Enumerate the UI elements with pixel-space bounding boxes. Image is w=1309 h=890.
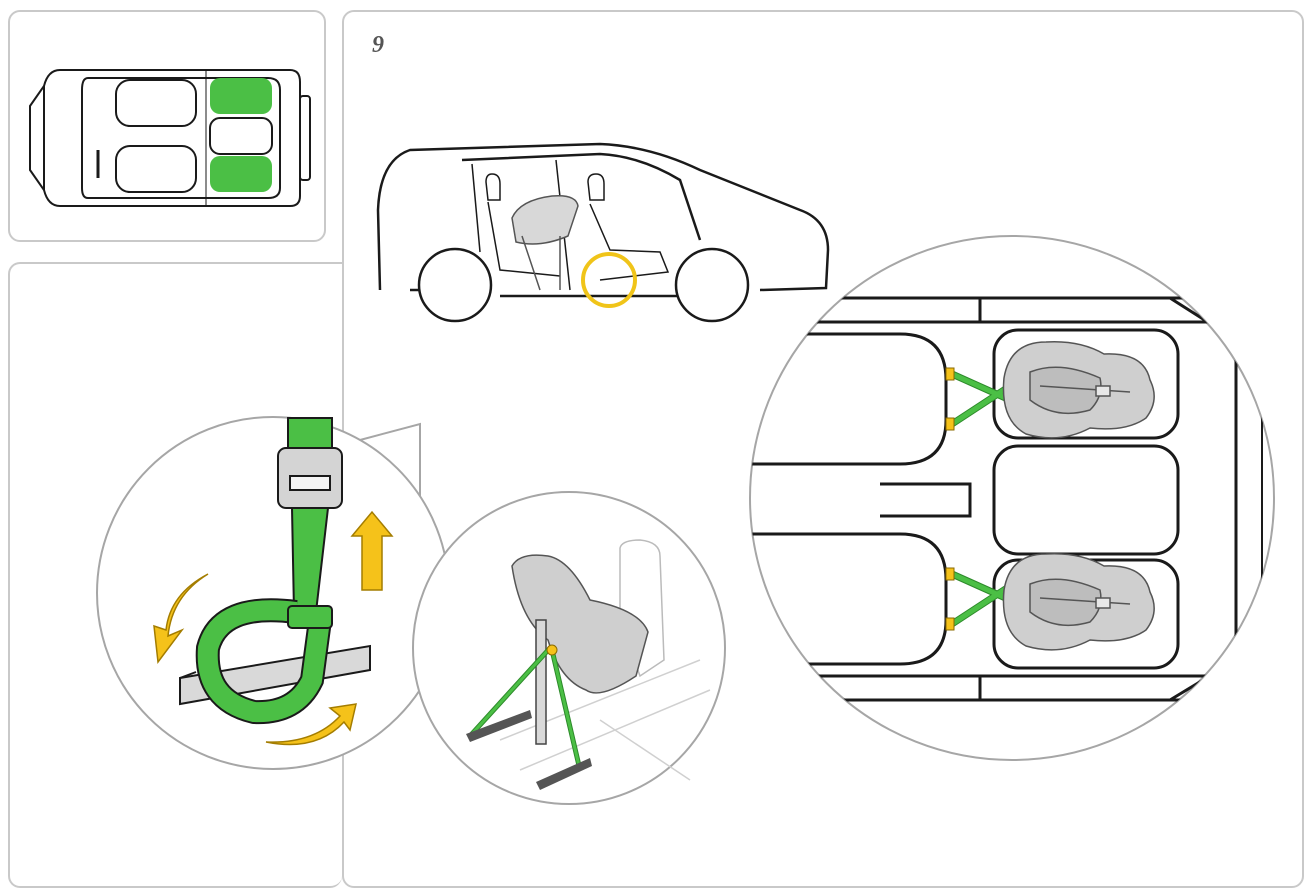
seat-highlight-rear-right: [210, 156, 272, 192]
car-side-view-icon: [376, 142, 830, 323]
car-top-view-icon: [29, 69, 311, 207]
infant-seat-side-icon: [511, 194, 579, 291]
strap-loop-detail-icon: [96, 416, 450, 770]
seat-with-straps-icon: [412, 491, 726, 805]
anchor-highlight-ring: [581, 252, 637, 308]
infant-seat-top-right-icon: [1002, 553, 1155, 651]
top-view-two-seats-icon: [749, 235, 1275, 761]
infant-seat-top-left-icon: [1002, 341, 1155, 439]
step-number: 9: [372, 32, 384, 58]
seat-highlight-rear-left: [210, 78, 272, 114]
